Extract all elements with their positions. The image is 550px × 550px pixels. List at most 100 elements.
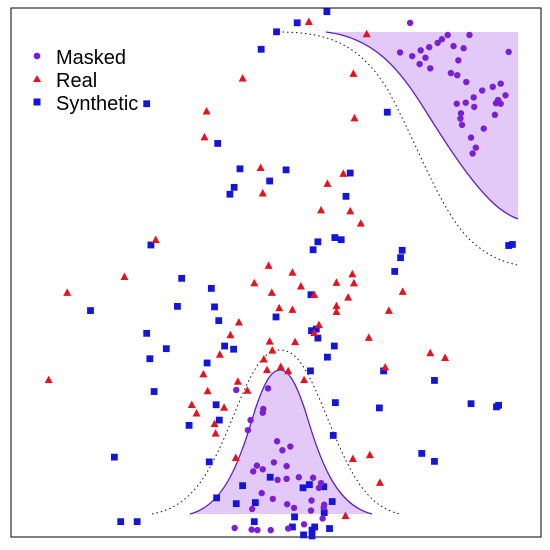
synthetic-point: [314, 334, 322, 342]
synthetic-point: [226, 190, 234, 198]
masked-point: [264, 385, 272, 392]
real-point: [332, 301, 341, 310]
synthetic-point: [307, 367, 314, 375]
masked-point: [315, 484, 323, 492]
region-bottom-boundary: [189, 369, 373, 515]
real-point: [256, 163, 265, 172]
masked-point: [502, 92, 509, 99]
masked-point: [463, 78, 470, 86]
synthetic-point: [391, 268, 399, 275]
synthetic-point: [236, 165, 244, 173]
legend: Masked Real Synthetic: [33, 47, 138, 115]
synthetic-point: [308, 532, 316, 540]
masked-point: [253, 462, 261, 469]
masked-point: [422, 54, 429, 61]
real-point: [341, 511, 350, 520]
synthetic-point: [326, 525, 333, 532]
masked-point: [279, 447, 286, 454]
synthetic-point: [178, 274, 186, 282]
masked-point: [308, 497, 315, 504]
synthetic-point: [146, 355, 154, 363]
synthetic-point: [329, 432, 337, 439]
masked-point: [425, 43, 433, 51]
real-point: [265, 337, 274, 345]
real-point: [384, 306, 393, 314]
synthetic-point: [346, 169, 354, 177]
real-point: [398, 287, 407, 295]
synthetic-point: [203, 359, 211, 367]
synthetic-point: [257, 45, 265, 53]
real-point: [365, 450, 374, 459]
masked-point: [396, 49, 404, 56]
synthetic-point: [117, 518, 125, 526]
masked-point: [505, 48, 512, 56]
synthetic-point: [250, 518, 258, 526]
synthetic-point: [293, 19, 301, 27]
masked-point: [458, 121, 466, 129]
real-point: [288, 305, 297, 313]
real-point: [151, 235, 160, 244]
synthetic-point: [214, 140, 222, 147]
masked-point: [287, 443, 294, 450]
masked-point: [462, 99, 469, 106]
synthetic-point: [266, 473, 274, 481]
real-point: [349, 278, 358, 287]
synthetic-point: [143, 329, 151, 337]
masked-point: [417, 47, 424, 54]
synthetic-point: [308, 327, 315, 335]
real-point: [314, 320, 323, 329]
masked-point: [270, 459, 278, 466]
masked-point: [259, 466, 266, 473]
synthetic-point: [312, 325, 320, 333]
masked-point: [427, 65, 434, 72]
synthetic-point: [337, 236, 345, 244]
synthetic-point: [143, 100, 151, 108]
real-point: [288, 268, 297, 276]
synthetic-point: [87, 307, 94, 314]
synthetic-point: [205, 458, 213, 466]
real-point: [243, 386, 252, 394]
real-point: [258, 188, 267, 197]
masked-point: [273, 438, 281, 445]
real-point: [44, 375, 53, 384]
masked-point: [300, 521, 308, 528]
real-point: [284, 366, 293, 375]
real-point: [238, 74, 247, 82]
synthetic-point: [150, 388, 158, 395]
legend-real-marker: [33, 75, 41, 82]
masked-point: [258, 489, 265, 497]
synthetic-point: [380, 367, 387, 375]
masked-point: [457, 115, 464, 122]
real-point: [296, 282, 305, 290]
real-point: [348, 269, 357, 278]
region-top-right-fill: [326, 32, 518, 219]
masked-point: [480, 125, 487, 132]
legend-masked-label: Masked: [56, 47, 126, 69]
real-point: [187, 400, 196, 409]
data-points: [44, 8, 516, 540]
real-point: [441, 353, 450, 361]
synthetic-point: [397, 254, 404, 262]
masked-point: [269, 495, 277, 503]
real-point: [332, 307, 341, 315]
real-point: [291, 337, 300, 346]
real-point: [215, 350, 224, 358]
masked-point: [295, 474, 302, 481]
region-top-right-boundary: [325, 31, 519, 220]
masked-point: [450, 42, 457, 50]
masked-point: [406, 19, 414, 27]
masked-point: [283, 462, 290, 470]
legend-real-label: Real: [56, 70, 97, 92]
masked-point: [416, 60, 423, 68]
real-point: [349, 69, 358, 77]
synthetic-point: [307, 291, 315, 299]
synthetic-point: [239, 482, 247, 490]
masked-point: [307, 507, 315, 514]
masked-point: [444, 31, 451, 39]
real-point: [426, 348, 435, 357]
masked-point: [267, 526, 274, 534]
synthetic-point: [221, 342, 228, 350]
masked-point: [438, 36, 446, 43]
real-point: [344, 293, 353, 301]
